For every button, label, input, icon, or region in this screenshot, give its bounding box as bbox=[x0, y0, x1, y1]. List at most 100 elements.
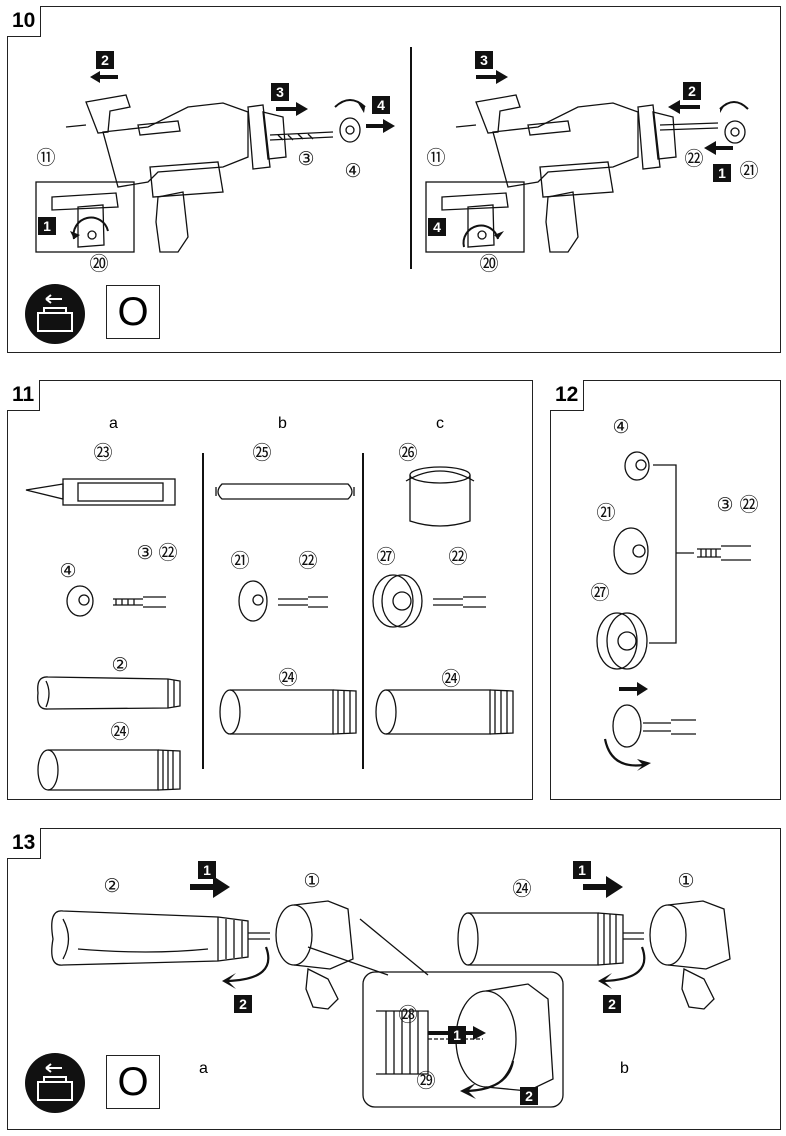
part-label: ㉙ bbox=[416, 1070, 435, 1092]
zoom-line bbox=[359, 918, 429, 976]
part-label: ㉔ bbox=[441, 668, 460, 690]
cartridge-holder bbox=[37, 676, 181, 710]
part-label: ㉑ bbox=[596, 502, 615, 524]
step-box bbox=[520, 1087, 538, 1105]
part-label: ㉕ bbox=[252, 442, 271, 464]
tube bbox=[219, 689, 357, 735]
gun-body-right bbox=[455, 94, 677, 253]
follower-plate bbox=[596, 612, 648, 670]
nut bbox=[66, 585, 94, 617]
cartridge-holder bbox=[51, 910, 249, 966]
arrow-right bbox=[619, 682, 648, 696]
step-number: 2 bbox=[608, 996, 616, 1012]
part-label: ③ bbox=[136, 542, 153, 564]
panel-13: 13 a b bbox=[7, 828, 781, 1130]
rod bbox=[697, 545, 751, 561]
step-number: 1 bbox=[203, 862, 211, 878]
sub-label-a: a bbox=[109, 415, 118, 432]
gun-head-left bbox=[275, 900, 354, 1010]
part-label: ④ bbox=[344, 160, 361, 182]
panel-number: 11 bbox=[7, 380, 41, 411]
inset-left bbox=[35, 181, 135, 253]
part-label: ㉒ bbox=[739, 494, 758, 516]
part-label: ㉖ bbox=[398, 442, 417, 464]
gun-head-right bbox=[649, 900, 731, 1010]
off-symbol: O bbox=[106, 1055, 160, 1109]
step-number: 2 bbox=[101, 52, 109, 68]
part-label: ㉗ bbox=[376, 546, 395, 568]
gun-body-left bbox=[65, 94, 287, 253]
panel-number: 10 bbox=[7, 6, 42, 37]
rotate-arrow bbox=[603, 738, 644, 767]
tube bbox=[457, 912, 624, 966]
plunger-on-rod bbox=[612, 704, 696, 748]
tube bbox=[375, 689, 514, 735]
step-box bbox=[372, 96, 390, 114]
part-label: ㉘ bbox=[398, 1004, 417, 1026]
part-label: ㉒ bbox=[158, 542, 177, 564]
part-label: ③ bbox=[716, 494, 733, 516]
step-box bbox=[683, 82, 701, 100]
step-box bbox=[271, 83, 289, 101]
step-box bbox=[603, 995, 621, 1013]
arrow-left bbox=[90, 71, 118, 83]
part-label: ㉒ bbox=[684, 148, 703, 170]
step-number: 1 bbox=[453, 1027, 461, 1043]
rod-right bbox=[659, 122, 719, 131]
plunger-right bbox=[724, 120, 746, 144]
rotate-arrow bbox=[227, 946, 270, 983]
part-label: ㉗ bbox=[590, 582, 609, 604]
part-label: ㉒ bbox=[298, 550, 317, 572]
part-label: ④ bbox=[59, 560, 76, 582]
panel-10-drawing: 2 3 4 1 3 2 1 4 ⑪ ⑳ ③ ④ ⑪ ⑳ ㉒ ㉑ bbox=[25, 47, 759, 344]
sub-label-c: c bbox=[436, 415, 444, 432]
rod bbox=[278, 596, 328, 608]
part-label: ② bbox=[111, 654, 128, 676]
sub-label-b: b bbox=[620, 1060, 629, 1077]
part-label: ③ bbox=[297, 148, 314, 170]
arrow-right bbox=[190, 876, 230, 898]
rod-left bbox=[269, 131, 334, 141]
connector-bracket bbox=[649, 464, 677, 644]
step-number: 1 bbox=[578, 862, 586, 878]
step-box bbox=[96, 51, 114, 69]
part-label: ① bbox=[303, 870, 320, 892]
panel-10: 10 bbox=[7, 6, 781, 353]
step-box bbox=[428, 218, 446, 236]
step-box bbox=[475, 51, 493, 69]
panel-13-drawing: 1 2 1 2 1 2 ② ① ㉔ ① ㉘ ㉙ bbox=[25, 861, 731, 1113]
step-box bbox=[234, 995, 252, 1013]
panel-number: 12 bbox=[550, 380, 585, 411]
arrow-left bbox=[668, 100, 700, 114]
paint-bucket bbox=[405, 466, 475, 527]
part-label: ㉔ bbox=[512, 878, 531, 900]
panel-12: 12 bbox=[550, 380, 781, 800]
step-number: 3 bbox=[276, 84, 284, 100]
panel-11: 11 a b c bbox=[7, 380, 533, 800]
tube bbox=[37, 749, 181, 791]
sausage-pack bbox=[215, 483, 355, 500]
plunger bbox=[238, 580, 268, 622]
part-label: ㉔ bbox=[278, 667, 297, 689]
part-label: ⑳ bbox=[89, 253, 108, 275]
step-number: 1 bbox=[43, 218, 51, 234]
panel-12-drawing: ④ ㉑ ③ ㉒ ㉗ bbox=[590, 416, 759, 771]
inset-right bbox=[425, 181, 525, 253]
rod bbox=[113, 596, 166, 608]
zoom-line bbox=[307, 946, 389, 976]
part-label: ⑪ bbox=[36, 147, 55, 169]
panel-number: 13 bbox=[7, 828, 42, 859]
step-number: 4 bbox=[433, 219, 441, 235]
step-number: 3 bbox=[480, 52, 488, 68]
sub-label-b: b bbox=[278, 415, 287, 432]
rod bbox=[433, 596, 486, 608]
step-number: 2 bbox=[239, 996, 247, 1012]
step-box bbox=[713, 164, 731, 182]
step-box bbox=[198, 861, 216, 879]
arrow-right bbox=[583, 876, 623, 898]
nut bbox=[624, 451, 650, 481]
part-label: ⑳ bbox=[479, 253, 498, 275]
part-label: ② bbox=[103, 875, 120, 897]
part-label: ㉔ bbox=[110, 721, 129, 743]
rotate-arrow bbox=[603, 946, 646, 983]
